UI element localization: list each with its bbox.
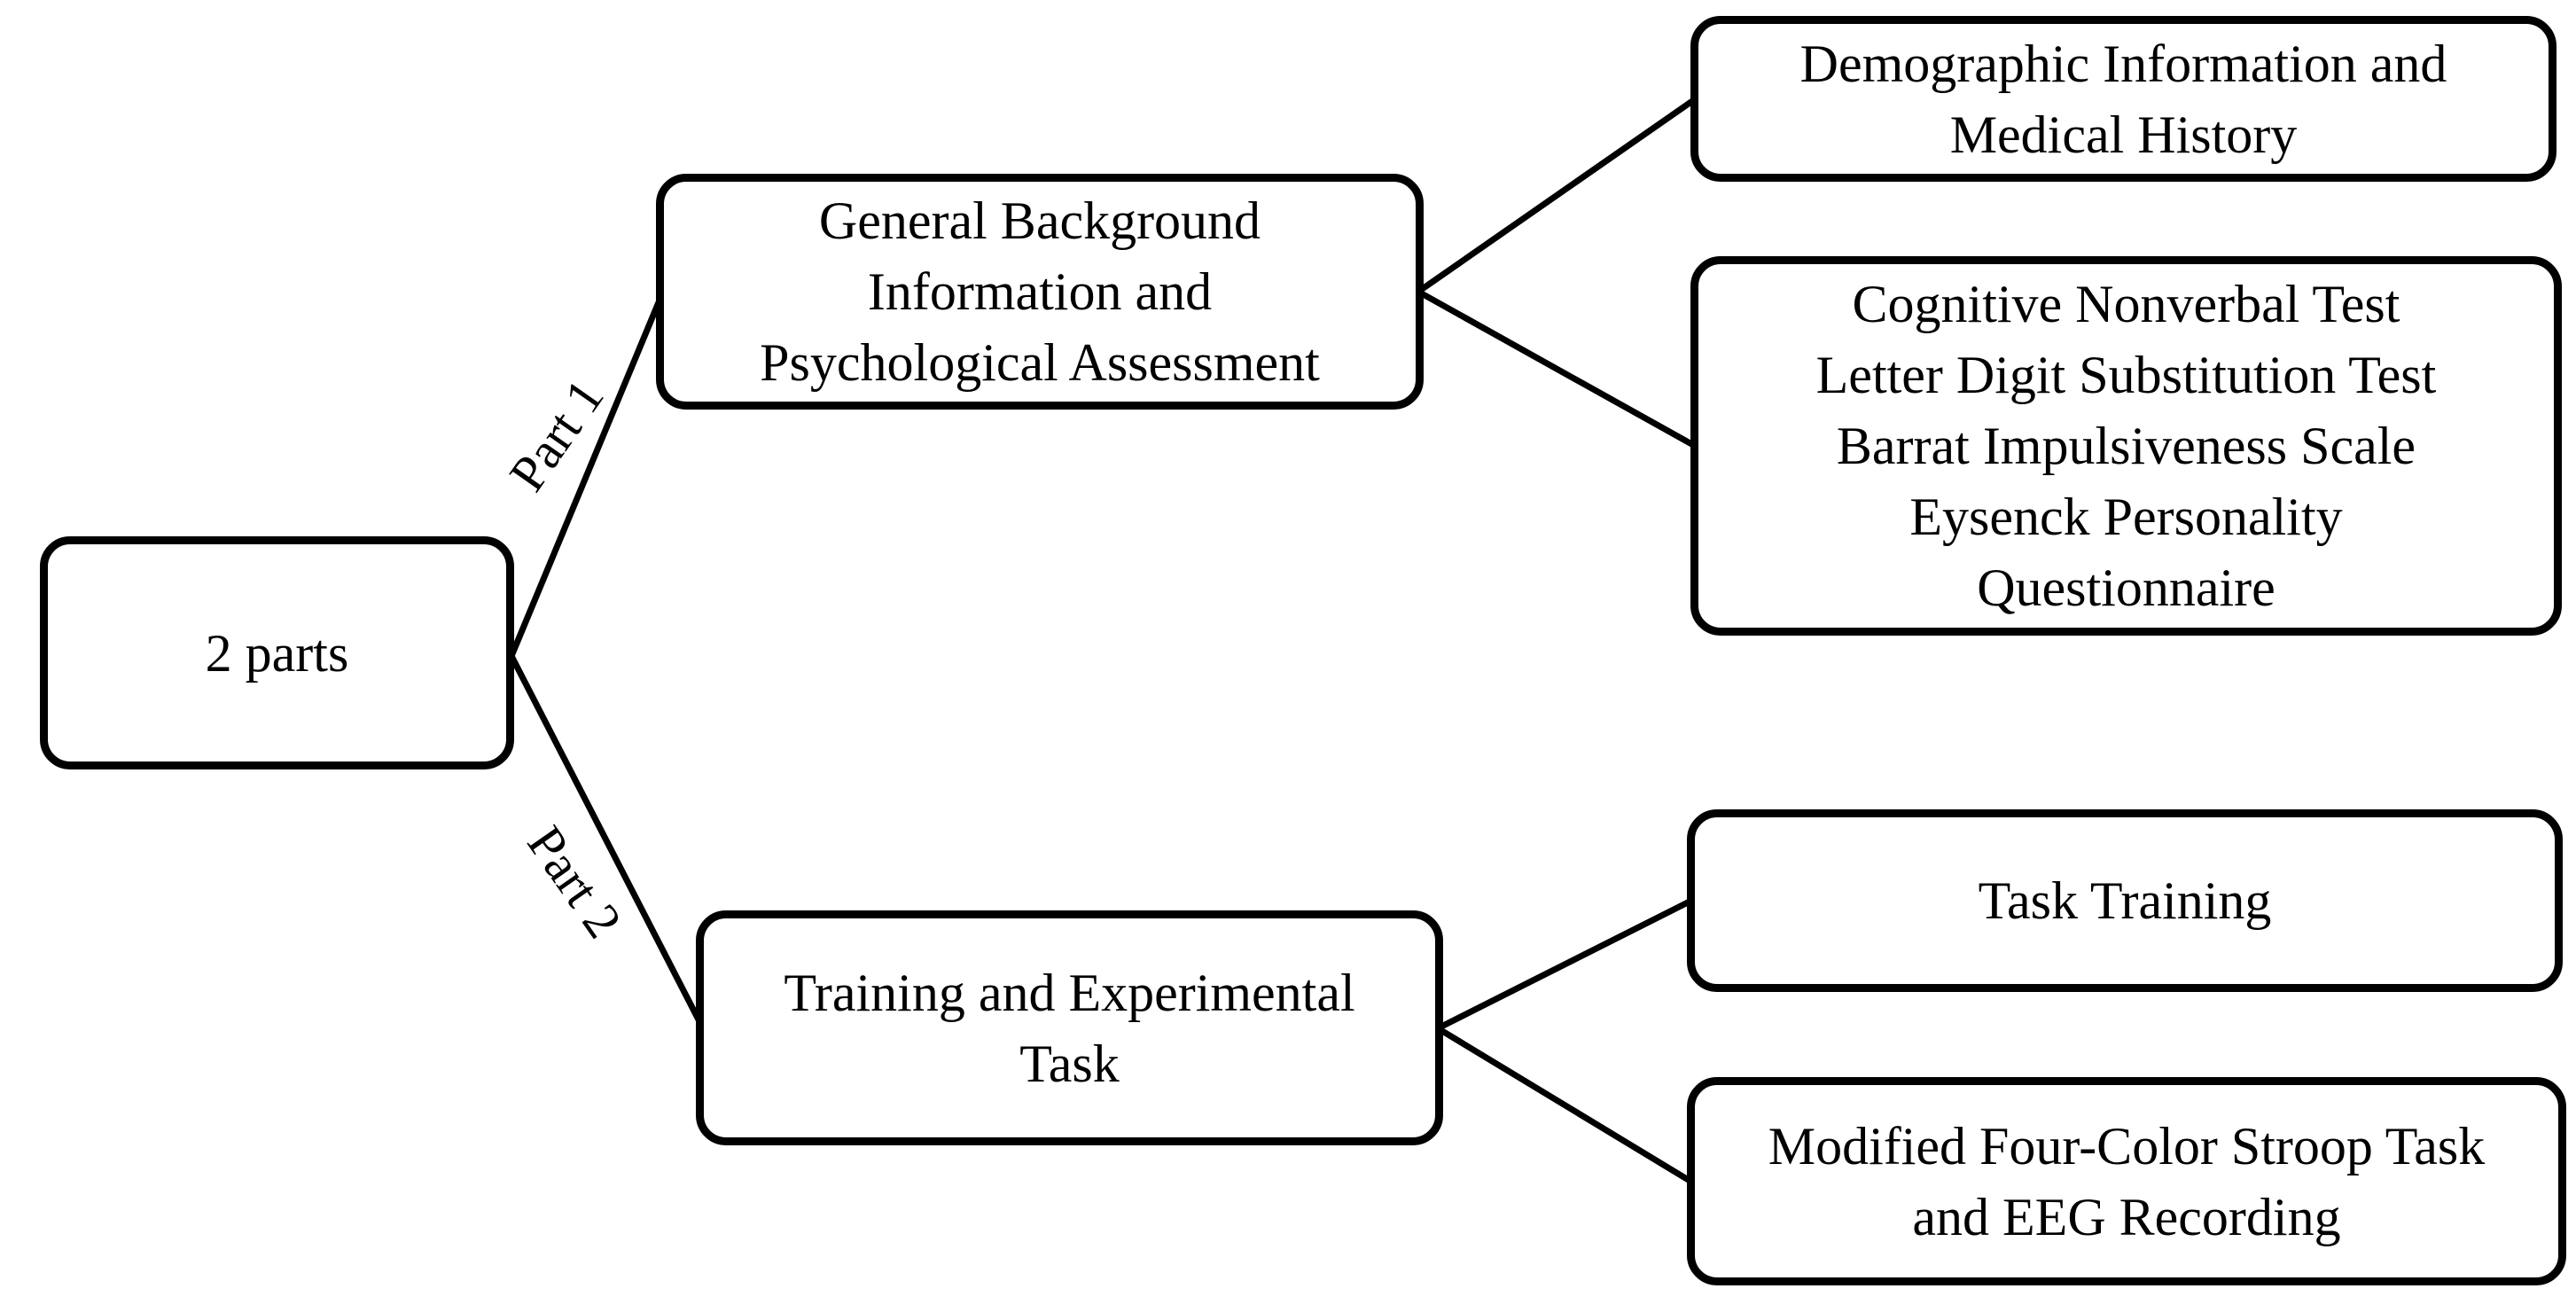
node-task-training-label: Task Training	[1978, 871, 2272, 930]
node-psychological-tests: Cognitive Nonverbal Test Letter Digit Su…	[1690, 256, 2562, 636]
connector-root-to-part2	[508, 654, 706, 1030]
node-general-background: General Background Information and Psych…	[656, 174, 1424, 410]
connector-part1-to-demographic	[1417, 97, 1697, 294]
node-training-experimental-task: Training and Experimental Task	[696, 910, 1443, 1145]
node-stroop-eeg-recording: Modified Four-Color Stroop Task and EEG …	[1687, 1077, 2566, 1285]
node-demographic-medical-history-label: Demographic Information and Medical Hist…	[1799, 34, 2447, 164]
node-stroop-eeg-recording-label: Modified Four-Color Stroop Task and EEG …	[1768, 1116, 2486, 1246]
node-demographic-medical-history: Demographic Information and Medical Hist…	[1690, 16, 2556, 182]
connector-part2-to-task-training	[1436, 897, 1693, 1032]
node-2-parts-label: 2 parts	[205, 623, 349, 683]
node-psychological-tests-label: Cognitive Nonverbal Test Letter Digit Su…	[1815, 275, 2437, 617]
connector-root-to-part1	[508, 290, 667, 658]
connector-part1-to-cognitive	[1417, 288, 1697, 449]
node-general-background-label: General Background Information and Psych…	[760, 191, 1320, 392]
connector-part2-to-stroop-eeg	[1436, 1026, 1693, 1184]
node-task-training: Task Training	[1687, 809, 2563, 992]
node-training-experimental-task-label: Training and Experimental Task	[784, 963, 1355, 1093]
node-2-parts: 2 parts	[40, 536, 514, 769]
